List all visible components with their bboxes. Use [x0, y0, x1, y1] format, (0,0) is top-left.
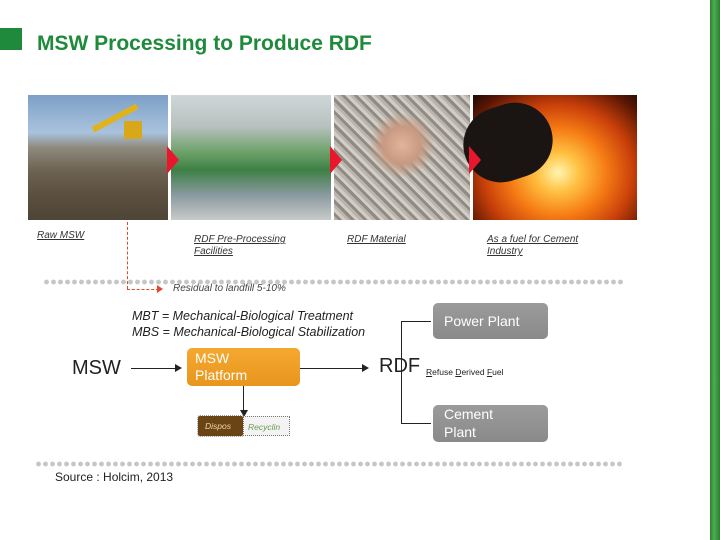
platform-label-line1: MSW [195, 350, 230, 366]
arrowhead-icon [362, 364, 369, 372]
cement-label-line1: Cement [444, 406, 494, 422]
cement-plant-box: Cement Plant [433, 405, 548, 442]
caption-cement-fuel: As a fuel for Cement Industry [487, 234, 579, 257]
rdf-branch-vertical [401, 321, 402, 423]
power-plant-box: Power Plant [433, 303, 548, 339]
dotted-divider-bottom [35, 461, 623, 467]
msw-label: MSW [72, 357, 121, 379]
dotted-divider-top [43, 279, 625, 285]
rdf-branch-to-power [401, 321, 431, 322]
rdf-word-d: erived [461, 367, 487, 377]
rdf-letter-r: R [426, 367, 433, 377]
residual-label: Residual to landfill 5-10% [173, 283, 286, 294]
residual-arrowhead-icon [157, 285, 163, 293]
page-title: MSW Processing to Produce RDF [37, 32, 372, 55]
rdf-letter-f: F [486, 367, 493, 377]
definition-mbs: MBS = Mechanical-Biological Stabilizatio… [132, 325, 366, 339]
rdf-branch-to-cement [401, 423, 431, 424]
caption-rdf-material: RDF Material [347, 234, 406, 245]
msw-to-platform-line [131, 368, 177, 369]
msw-platform-box: MSW Platform [187, 348, 300, 386]
caption-pre-processing: RDF Pre-Processing Facilities [194, 234, 286, 257]
process-arrow-icon [469, 146, 481, 174]
recycle-box: Recyclin [243, 416, 290, 436]
rdf-word-f: uel [492, 367, 504, 377]
process-arrow-icon [167, 146, 179, 174]
rdf-letter-d: D [455, 367, 462, 377]
source-note: Source : Holcim, 2013 [55, 470, 174, 484]
pre-processing-facility-photo [171, 95, 331, 220]
arrowhead-icon [175, 364, 182, 372]
platform-down-line [243, 386, 244, 414]
residual-connector-horizontal [127, 289, 159, 290]
rdf-label: RDF [379, 355, 421, 377]
residual-connector-vertical [127, 222, 128, 289]
rdf-word-r: efuse [432, 367, 456, 377]
title-marker [0, 28, 22, 50]
arrowhead-down-icon [240, 410, 248, 417]
platform-to-rdf-line [300, 368, 364, 369]
caption-raw-msw: Raw MSW [37, 230, 85, 241]
dispose-box: Dispos [197, 415, 244, 437]
platform-label-line2: Platform [195, 367, 248, 383]
cement-label-line2: Plant [444, 424, 476, 440]
rdf-expansion: Refuse Derived Fuel [426, 367, 504, 377]
cement-kiln-photo [453, 92, 637, 220]
excavator-body-shape [124, 121, 142, 139]
process-arrow-icon [330, 146, 342, 174]
raw-msw-photo [28, 95, 168, 220]
right-accent-bar [710, 0, 720, 540]
rdf-material-photo [334, 95, 470, 220]
definition-mbt: MBT = Mechanical-Biological Treatment [132, 309, 354, 323]
